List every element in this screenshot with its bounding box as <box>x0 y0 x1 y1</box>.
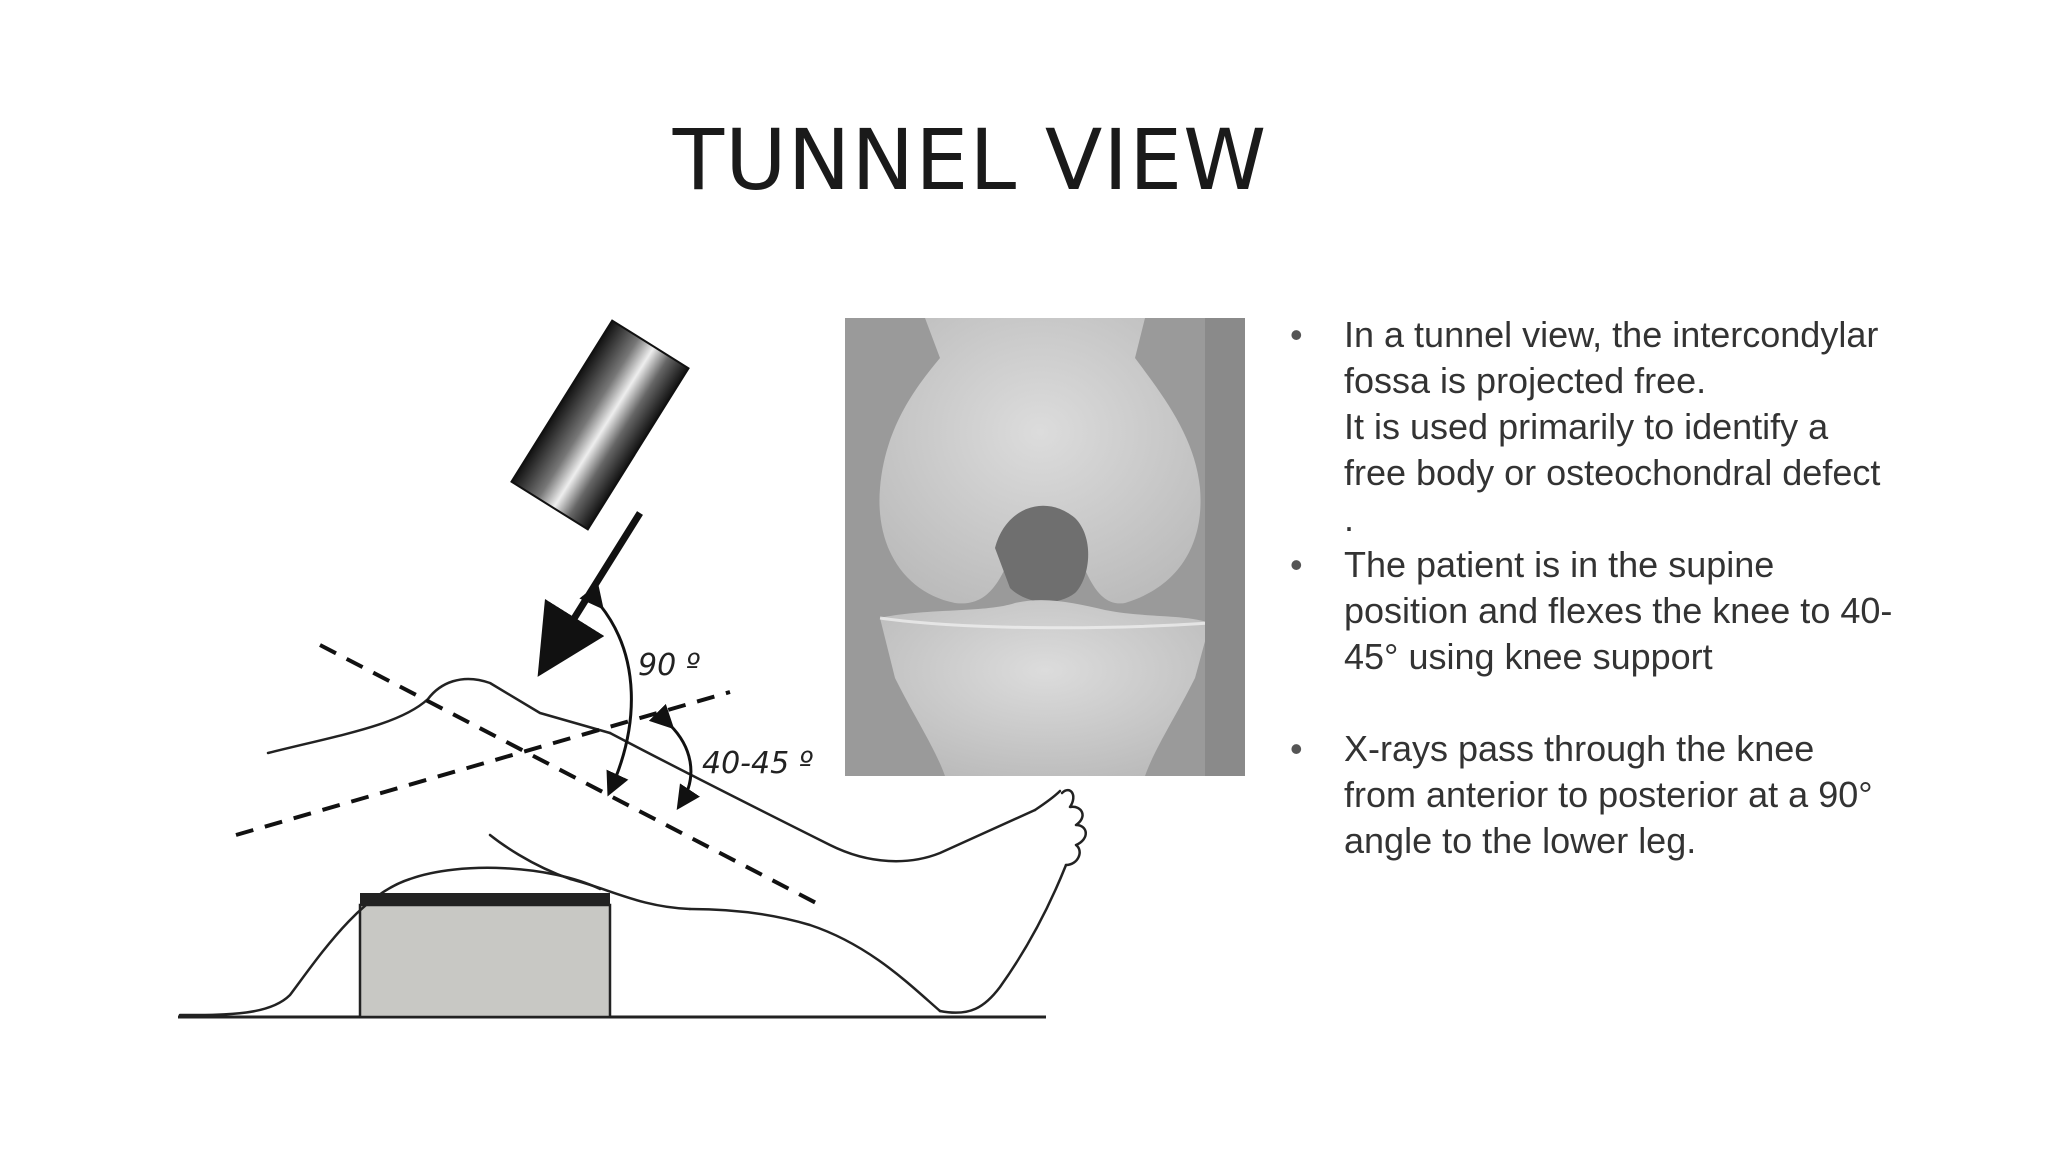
bullet-3-line-1: X-rays pass through the knee <box>1344 728 1815 769</box>
bullet-item-1: • In a tunnel view, the intercondylar fo… <box>1290 312 1950 542</box>
xray-tube-icon <box>510 319 690 531</box>
angle-arc-40-45 <box>648 703 700 810</box>
xray-radiograph-illustration <box>845 318 1245 776</box>
knee-xray-image <box>845 318 1245 776</box>
bullet-2-line-1: The patient is in the supine <box>1344 544 1775 585</box>
bullet-2-line-2: position and flexes the knee to 40- <box>1344 590 1893 631</box>
bullet-item-3: • X-rays pass through the knee from ante… <box>1290 726 1950 864</box>
dashed-line-horizontal-reference <box>235 690 731 837</box>
dashed-line-leg-perpendicular <box>319 643 821 907</box>
bullet-dot-icon: • <box>1290 544 1303 585</box>
bullet-item-2: • The patient is in the supine position … <box>1290 542 1950 680</box>
bullet-1-line-5: . <box>1344 498 1355 539</box>
knee-support-block <box>358 893 612 1019</box>
bullet-1-line-3: It is used primarily to identify a <box>1344 406 1829 447</box>
angle-label-40-45: 40-45 º <box>702 746 813 781</box>
bullet-3-line-2: from anterior to posterior at a 90° <box>1344 774 1873 815</box>
angle-label-90: 90 º <box>638 648 700 683</box>
bullet-list: • In a tunnel view, the intercondylar fo… <box>1290 312 1950 864</box>
knee-positioning-illustration: 90 º 40-45 º <box>178 319 1087 1019</box>
bullet-spacer <box>1290 680 1950 726</box>
positioning-diagram: 90 º 40-45 º <box>170 305 1260 1045</box>
bullet-1-line-4: free body or osteochondral defect <box>1344 452 1881 493</box>
slide-title: TUNNEL VIEW <box>672 111 1268 209</box>
xray-beam-arrow <box>537 511 643 677</box>
bullet-1-line-1: In a tunnel view, the intercondylar <box>1344 314 1879 355</box>
leg-outline <box>178 677 1087 1017</box>
bullet-3-line-3: angle to the lower leg. <box>1344 820 1697 861</box>
bullet-dot-icon: • <box>1290 728 1303 769</box>
bullet-dot-icon: • <box>1290 314 1303 355</box>
angle-arc-90 <box>579 583 633 797</box>
bullet-2-line-3: 45° using knee support <box>1344 636 1713 677</box>
bullet-1-line-2: fossa is projected free. <box>1344 360 1707 401</box>
